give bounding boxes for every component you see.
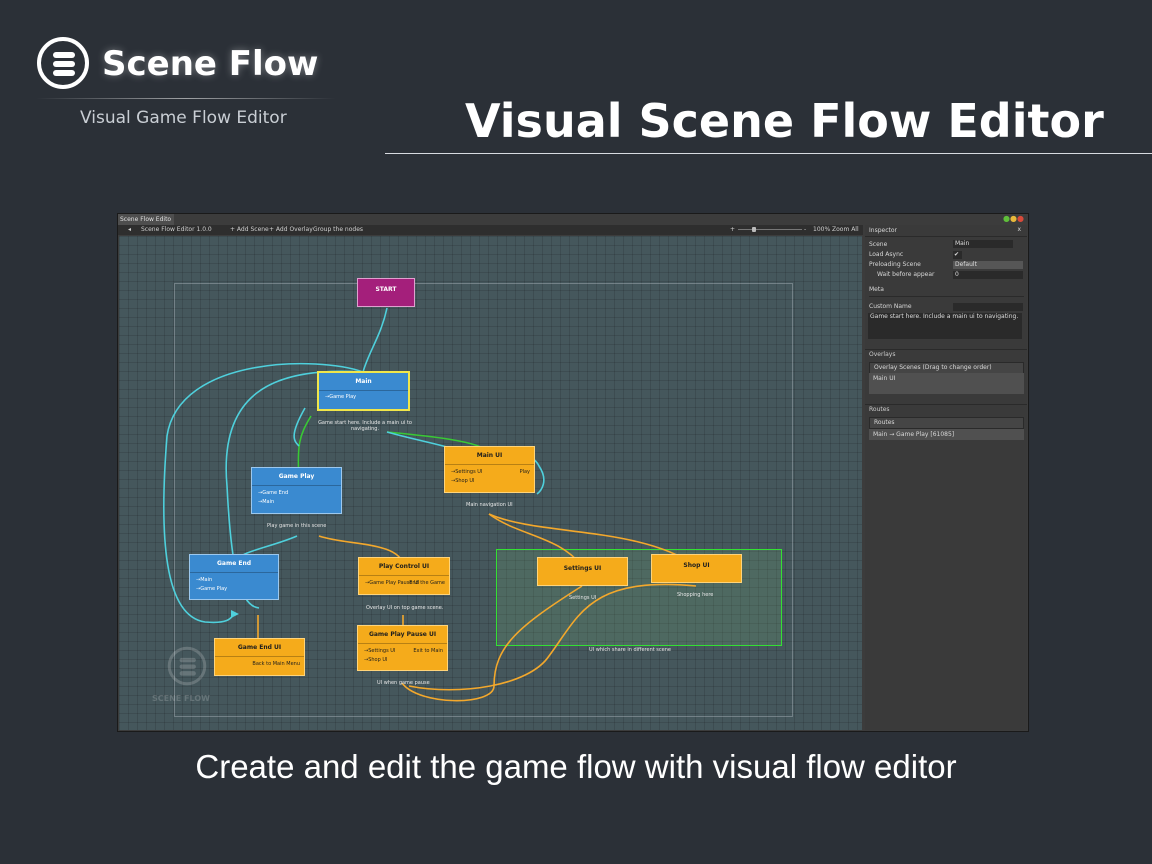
node-game-end[interactable]: Game End →Main →Game Play bbox=[189, 554, 279, 600]
zoom-out-button[interactable]: + bbox=[730, 226, 736, 233]
back-button[interactable]: ◂ bbox=[128, 226, 132, 233]
node-game-play[interactable]: Game Play →Game End →Main bbox=[251, 467, 342, 514]
route-item[interactable]: Main → Game Play [61085] bbox=[869, 429, 1024, 440]
group-nodes-button[interactable]: Group the nodes bbox=[313, 226, 364, 233]
custom-name-field[interactable] bbox=[953, 303, 1023, 311]
zoom-in-button[interactable]: - bbox=[804, 226, 807, 233]
port-back-to-main-menu[interactable]: Back to Main Menu bbox=[252, 661, 300, 667]
port-main[interactable]: →Main bbox=[196, 577, 213, 583]
add-overlay-button[interactable]: + Add Overlay bbox=[269, 226, 313, 233]
node-settings-ui[interactable]: Settings UI bbox=[537, 557, 628, 586]
scene-value: Main bbox=[955, 240, 970, 247]
node-shop-ui[interactable]: Shop UI bbox=[651, 554, 742, 583]
port-exit-to-main[interactable]: Exit to Main bbox=[413, 648, 443, 654]
note-play-control-ui: Overlay UI on top game scene. bbox=[366, 605, 444, 611]
watermark-logo-icon bbox=[167, 646, 207, 686]
port-end-the-game[interactable]: End the Game bbox=[409, 580, 445, 586]
load-async-label: Load Async bbox=[869, 251, 904, 258]
group-note: UI which share in different scene bbox=[589, 647, 671, 653]
add-scene-button[interactable]: + Add Scene bbox=[230, 226, 269, 233]
node-play-control-ui[interactable]: Play Control UI →Game Play Pause UI End … bbox=[358, 557, 450, 595]
scene-flow-logo-icon bbox=[37, 37, 89, 89]
routes-list-header: Routes bbox=[869, 417, 1024, 429]
note-main-ui: Main navigation UI bbox=[466, 502, 513, 508]
description-field[interactable]: Game start here. Include a main ui to na… bbox=[868, 313, 1022, 339]
node-main-ui[interactable]: Main UI →Settings UI Play →Shop UI bbox=[444, 446, 535, 493]
window-controls[interactable]: ●●● bbox=[1003, 214, 1024, 223]
port-settings-ui[interactable]: →Settings UI bbox=[451, 469, 483, 475]
preloading-label: Preloading Scene bbox=[869, 261, 921, 268]
port-game-play[interactable]: →Game Play bbox=[196, 586, 228, 592]
custom-name-label: Custom Name bbox=[869, 303, 912, 310]
wait-field[interactable]: 0 bbox=[953, 271, 1023, 279]
meta-label: Meta bbox=[869, 286, 884, 293]
port-shop-ui[interactable]: →Shop UI bbox=[364, 657, 388, 663]
node-main[interactable]: Main →Game Play bbox=[317, 371, 410, 411]
version-label: Scene Flow Editor 1.0.0 bbox=[141, 226, 212, 233]
window-tab[interactable]: Scene Flow Edito bbox=[118, 214, 174, 225]
brand-tagline: Visual Game Flow Editor bbox=[80, 108, 287, 128]
zoom-level: 100% bbox=[813, 226, 831, 233]
note-main: Game start here. Include a main ui to na… bbox=[318, 420, 412, 432]
routes-section[interactable]: Routes bbox=[865, 404, 1027, 415]
editor-window: Scene Flow Edito ●●● ◂ Scene Flow Editor… bbox=[117, 213, 1029, 732]
port-play[interactable]: Play bbox=[519, 469, 530, 475]
flow-canvas[interactable]: SCENE FLOW UI which share in different s… bbox=[119, 236, 862, 730]
inspector-title: Inspector bbox=[869, 227, 897, 234]
node-game-play-pause-ui[interactable]: Game Play Pause UI →Settings UI Exit to … bbox=[357, 625, 448, 671]
port-main[interactable]: →Main bbox=[258, 499, 275, 505]
brand-name: Scene Flow bbox=[102, 44, 319, 84]
note-game-play-pause-ui: UI when game pause bbox=[377, 680, 430, 686]
overlays-section[interactable]: Overlays bbox=[865, 349, 1027, 360]
note-settings-ui: Settings UI bbox=[569, 595, 597, 601]
port-game-end[interactable]: →Game End bbox=[258, 490, 289, 496]
title-divider bbox=[385, 153, 1152, 154]
port-settings-ui[interactable]: →Settings UI bbox=[364, 648, 396, 654]
caption: Create and edit the game flow with visua… bbox=[195, 748, 957, 785]
port-shop-ui[interactable]: →Shop UI bbox=[451, 478, 475, 484]
page-title: Visual Scene Flow Editor bbox=[465, 94, 1104, 148]
toolbar: ◂ Scene Flow Editor 1.0.0 + Add Scene + … bbox=[118, 225, 863, 235]
wait-label: Wait before appear bbox=[877, 271, 935, 278]
preloading-select[interactable]: Default bbox=[953, 261, 1023, 269]
load-async-checkbox[interactable]: ✔ bbox=[953, 251, 962, 259]
note-shop-ui: Shopping here bbox=[677, 592, 714, 598]
node-game-end-ui[interactable]: Game End UI Back to Main Menu bbox=[214, 638, 305, 676]
inspector-close-button[interactable]: x bbox=[1017, 226, 1021, 233]
scene-label: Scene bbox=[869, 241, 888, 248]
port-game-play[interactable]: →Game Play bbox=[325, 394, 357, 400]
canvas-frame bbox=[174, 283, 793, 717]
inspector-panel: Inspector x Scene Main Load Async ✔ Prel… bbox=[865, 225, 1027, 730]
port-game-play-pause-ui[interactable]: →Game Play Pause UI bbox=[365, 580, 420, 586]
zoom-all-button[interactable]: Zoom All bbox=[832, 226, 859, 233]
zoom-slider[interactable] bbox=[738, 229, 802, 230]
node-start[interactable]: START bbox=[357, 278, 415, 307]
zoom-slider-handle[interactable] bbox=[752, 227, 756, 232]
brand-divider bbox=[36, 98, 336, 99]
overlay-item[interactable]: Main UI bbox=[869, 373, 1024, 394]
scene-field[interactable]: Main bbox=[953, 240, 1013, 248]
note-game-play: Play game in this scene bbox=[267, 523, 327, 529]
watermark-text: SCENE FLOW bbox=[152, 694, 210, 703]
